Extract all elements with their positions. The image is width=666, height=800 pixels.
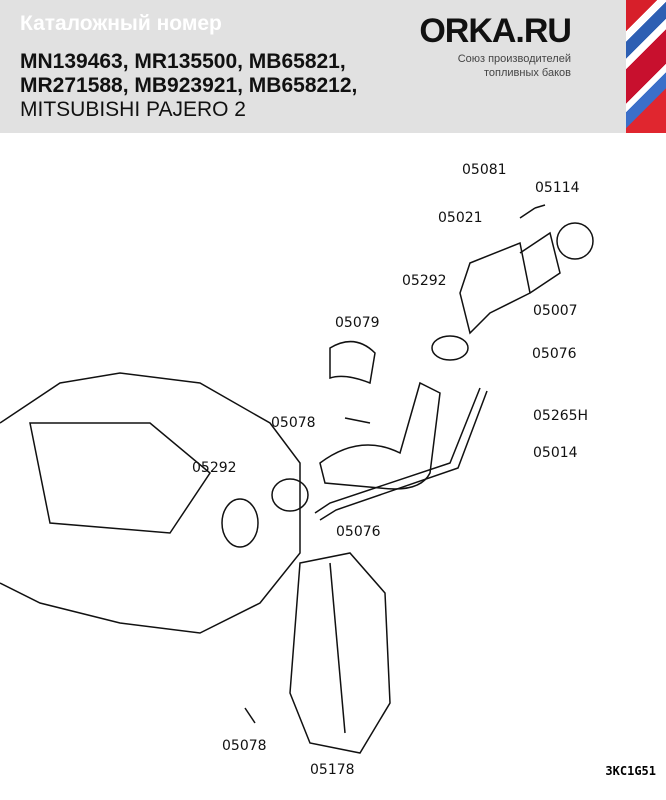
label-05076-bottom: 05076 [336,524,381,540]
part-numbers: MN139463, MR135500, MB65821, MR271588, M… [20,50,357,98]
drawing-code: 3KC1G51 [605,764,656,778]
label-05114: 05114 [535,180,580,196]
parts-diagram [0,204,594,754]
header-banner: Каталожный номер MN139463, MR135500, MB6… [0,0,626,133]
filler-neck-hose [314,381,488,521]
tagline-line2: топливных баков [484,67,571,79]
logo-tagline: Союз производителей топливных баков [458,52,571,80]
label-05078-top: 05078 [271,415,316,431]
clamps [271,335,469,512]
orka-logo: ORKA.RU [419,12,572,50]
label-05078-bottom: 05078 [222,738,267,754]
bolts [244,204,546,724]
filler-neck [459,222,594,335]
label-05014: 05014 [533,445,578,461]
part-numbers-line2: MR271588, MB923921, MB658212, [20,74,358,97]
label-05178: 05178 [310,762,355,778]
label-05265h: 05265H [533,408,589,424]
part-numbers-line1: MN139463, MR135500, MB65821, [20,50,346,73]
label-05292-top: 05292 [402,273,447,289]
label-05076-top: 05076 [532,346,577,362]
label-05079: 05079 [335,315,380,331]
vehicle-model: MITSUBISHI PAJERO 2 [20,98,246,121]
label-05007: 05007 [533,303,578,319]
catalog-label: Каталожный номер [20,12,222,35]
fuel-tank [0,372,301,634]
flag-stripes-decoration [626,0,666,133]
canister-cover [289,552,391,754]
label-05081: 05081 [462,162,507,178]
label-05021: 05021 [438,210,483,226]
tagline-line1: Союз производителей [457,53,571,65]
label-05292-bottom: 05292 [192,460,237,476]
